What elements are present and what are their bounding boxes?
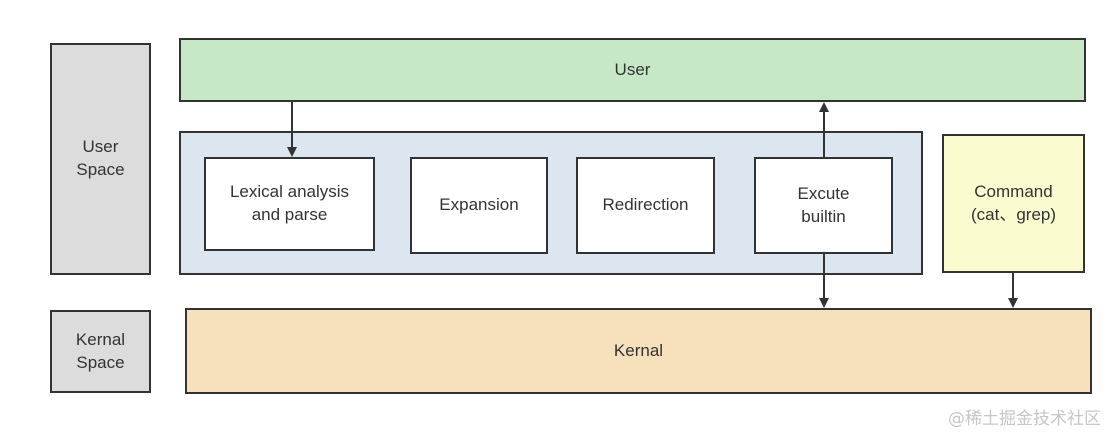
command-text: Command (cat、grep) (970, 181, 1057, 224)
kernel-bar: Kernal (185, 308, 1092, 394)
user-bar: User (179, 38, 1086, 102)
kernel-bar-text: Kernal (613, 340, 664, 360)
user-space-text: User Space (76, 137, 125, 179)
expansion-box: Expansion (410, 157, 548, 254)
lexical-analysis-text: Lexical analysis and parse (229, 182, 350, 224)
redirection-text: Redirection (602, 195, 689, 215)
redirection-box: Redirection (576, 157, 715, 254)
user-space-label-box: User Space (50, 43, 151, 275)
user-bar-text: User (614, 59, 651, 79)
execute-builtin-box: Excute builtin (754, 157, 893, 254)
kernel-space-text: Kernal Space (75, 329, 126, 372)
execute-builtin-text: Excute builtin (797, 183, 850, 226)
kernel-space-label-box: Kernal Space (50, 310, 151, 393)
watermark-text: @稀土掘金技术社区 (948, 409, 1101, 429)
lexical-analysis-box: Lexical analysis and parse (204, 157, 375, 251)
expansion-text: Expansion (439, 195, 519, 215)
command-box: Command (cat、grep) (942, 134, 1085, 273)
